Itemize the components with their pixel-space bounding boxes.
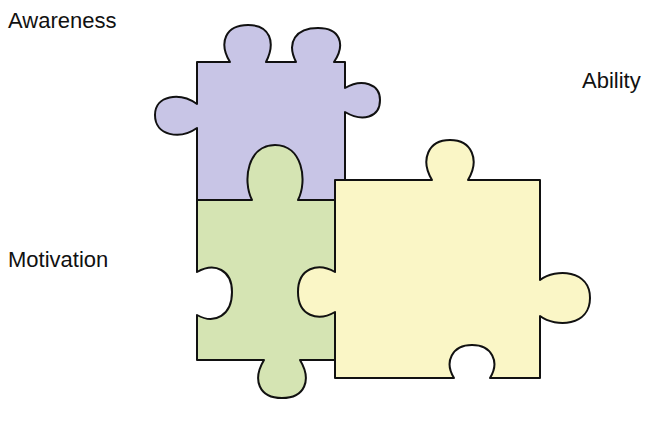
piece-label: Awareness [8,8,116,34]
piece-label: Motivation [8,247,108,273]
piece-label: Ability [582,68,641,94]
puzzle-piece [298,140,590,378]
